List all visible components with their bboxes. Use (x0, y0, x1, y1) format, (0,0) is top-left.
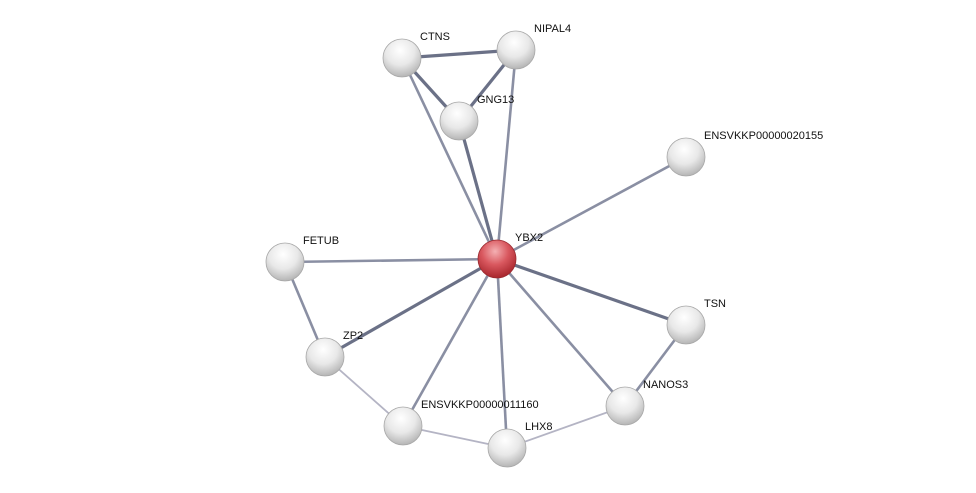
node-label: CTNS (420, 31, 450, 43)
node-label: LHX8 (525, 421, 553, 433)
edge-nanos3-ybx2[interactable] (496, 258, 626, 407)
node-zp2[interactable]: ZP2 (305, 330, 363, 377)
node-label: FETUB (303, 235, 339, 247)
node-ensvkkp00000011160[interactable]: ENSVKKP00000011160 (383, 399, 539, 446)
edge-nipal4-ybx2[interactable] (495, 49, 518, 260)
edge-zp2-ybx2[interactable] (324, 257, 498, 359)
node-nipal4[interactable]: NIPAL4 (496, 23, 571, 70)
edge-lhx8-nanos3[interactable] (506, 405, 626, 449)
node-label: NANOS3 (643, 379, 688, 391)
node-nanos3[interactable]: NANOS3 (605, 379, 688, 426)
node-gng13[interactable]: GNG13 (439, 94, 514, 141)
node-lhx8[interactable]: LHX8 (487, 421, 553, 468)
node-sphere[interactable] (666, 137, 706, 177)
node-label: ENSVKKP00000020155 (704, 130, 823, 142)
edge-lhx8-ybx2[interactable] (495, 258, 509, 449)
node-fetub[interactable]: FETUB (265, 235, 339, 282)
edge-gng13-ybx2[interactable] (457, 120, 499, 260)
edge-tsn-ybx2[interactable] (496, 257, 687, 327)
node-label: YBX2 (515, 232, 543, 244)
edge-ensvkkp00000020155-ybx2[interactable] (496, 155, 687, 261)
edge-ctns-ybx2[interactable] (400, 57, 499, 260)
node-label: GNG13 (477, 94, 514, 106)
node-sphere[interactable] (382, 38, 422, 78)
node-sphere[interactable] (496, 30, 536, 70)
node-sphere[interactable] (265, 242, 305, 282)
node-label: ZP2 (343, 330, 363, 342)
node-sphere[interactable] (487, 428, 527, 468)
node-ensvkkp00000020155[interactable]: ENSVKKP00000020155 (666, 130, 823, 177)
node-sphere[interactable] (666, 305, 706, 345)
node-ctns[interactable]: CTNS (382, 31, 450, 78)
node-label: ENSVKKP00000011160 (421, 399, 539, 411)
node-label: NIPAL4 (534, 23, 571, 35)
node-sphere[interactable] (477, 239, 517, 279)
node-tsn[interactable]: TSN (666, 298, 726, 345)
edge-ensvkkp00000011160-ybx2[interactable] (401, 258, 499, 427)
node-sphere[interactable] (605, 386, 645, 426)
edge-fetub-ybx2[interactable] (284, 257, 498, 264)
node-sphere[interactable] (439, 101, 479, 141)
node-ybx2[interactable]: YBX2 (477, 232, 543, 279)
node-label: TSN (704, 298, 726, 310)
node-sphere[interactable] (383, 406, 423, 446)
node-sphere[interactable] (305, 337, 345, 377)
